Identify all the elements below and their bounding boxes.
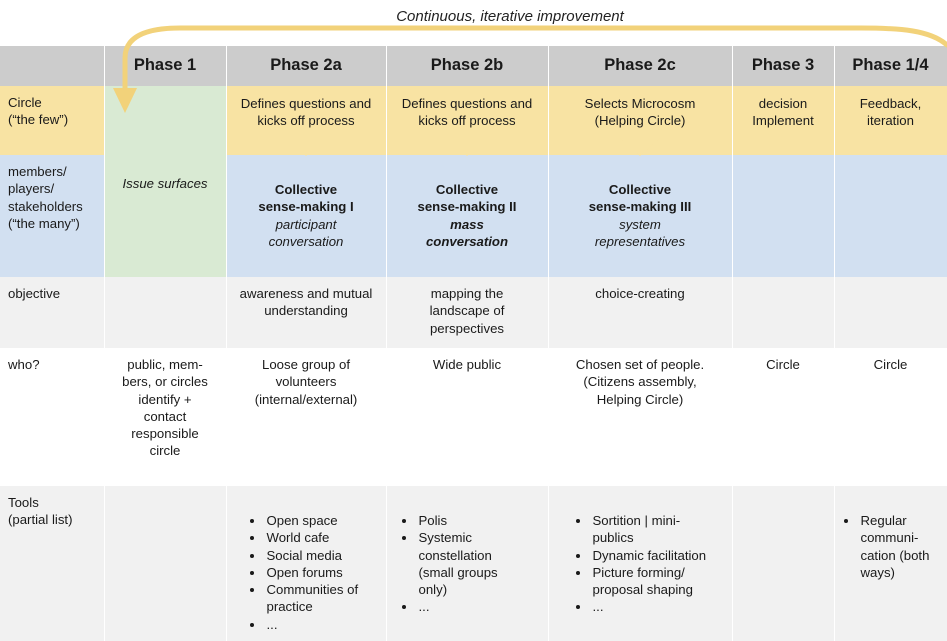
tools-list-2a: Open space World cafe Social media Open …: [227, 486, 386, 633]
list-item: Picture forming/ proposal shaping: [591, 564, 726, 599]
list-item: ...: [265, 616, 386, 633]
who-row: who? public, mem-bers, or circles identi…: [0, 348, 947, 486]
list-item: Social media: [265, 547, 386, 564]
circle-phase2c-cell: Selects Microcosm(Helping Circle): [548, 86, 733, 156]
tools-list-1-4: Regular communi-cation (both ways): [835, 486, 947, 581]
issue-surfaces-text: Issue surfaces: [122, 176, 208, 191]
tools-phase1-cell: [104, 486, 227, 641]
who-phase3-cell: Circle: [732, 348, 835, 486]
who-phase2b-cell: Wide public: [386, 348, 549, 486]
phase-header-2b: Phase 2b: [386, 46, 549, 86]
down-arrow-icon: [447, 138, 487, 156]
tools-list-2b: Polis Systemic constellation (small grou…: [387, 486, 548, 616]
row-label-objective: objective: [0, 277, 105, 348]
many-phase2a-cell: Collective sense-making I participant co…: [226, 155, 387, 277]
list-item: Polis: [417, 512, 548, 529]
row-label-who: who?: [0, 348, 105, 486]
circle-phase14-cell: Feedback,iteration: [834, 86, 947, 155]
list-item: Systemic constellation (small groups onl…: [417, 529, 548, 598]
row-label-circle: Circle(“the few”): [0, 86, 105, 155]
objective-phase3-cell: [732, 277, 835, 348]
many-phase3-cell: [732, 155, 835, 277]
list-item: Open forums: [265, 564, 386, 581]
many-phase2c-cell: Collective sense-making III system repre…: [548, 155, 733, 277]
tools-phase3-cell: [732, 486, 835, 641]
tools-phase2c-cell: Sortition | mini-publics Dynamic facilit…: [548, 486, 733, 641]
who-phase2c-cell: Chosen set of people.(Citizens assembly,…: [548, 348, 733, 486]
phase-header-3: Phase 3: [732, 46, 835, 86]
row-label-tools: Tools(partial list): [0, 486, 105, 641]
list-item: Regular communi-cation (both ways): [859, 512, 943, 581]
objective-phase1-cell: [104, 277, 227, 348]
row-label-many: members/ players/ stakeholders (“the man…: [0, 155, 105, 277]
list-item: World cafe: [265, 529, 386, 546]
list-item: Open space: [265, 512, 386, 529]
many-phase14-cell: [834, 155, 947, 277]
tools-row: Tools(partial list) Open space World caf…: [0, 486, 947, 641]
caption: Continuous, iterative improvement: [396, 8, 624, 25]
phase-header-1: Phase 1: [104, 46, 227, 86]
header-row: Phase 1 Phase 2a Phase 2b Phase 2c Phase…: [0, 46, 947, 86]
tools-phase2b-cell: Polis Systemic constellation (small grou…: [386, 486, 549, 641]
down-arrow-icon: [286, 138, 326, 156]
phase-header-1-4: Phase 1/4: [834, 46, 947, 86]
who-phase14-cell: Circle: [834, 348, 947, 486]
list-item: Communities of practice: [265, 581, 386, 616]
list-item: Sortition | mini-publics: [591, 512, 726, 547]
phase-header-2a: Phase 2a: [226, 46, 387, 86]
header-corner: [0, 46, 105, 86]
phase-header-2c: Phase 2c: [548, 46, 733, 86]
objective-phase14-cell: [834, 277, 947, 348]
tools-list-2c: Sortition | mini-publics Dynamic facilit…: [549, 486, 732, 616]
many-phase2b-cell: Collective sense-making II mass conversa…: [386, 155, 549, 277]
many-phase1-cell: Issue surfaces: [104, 155, 227, 277]
many-row: members/ players/ stakeholders (“the man…: [0, 155, 947, 277]
phase-table: Phase 1 Phase 2a Phase 2b Phase 2c Phase…: [0, 46, 947, 641]
tools-phase2a-cell: Open space World cafe Social media Open …: [226, 486, 387, 641]
list-item: Dynamic facilitation: [591, 547, 726, 564]
down-arrow-icon: [620, 138, 660, 156]
tools-phase14-cell: Regular communi-cation (both ways): [834, 486, 947, 641]
list-item: ...: [417, 598, 548, 615]
who-phase1-cell: public, mem-bers, or circles identify +c…: [104, 348, 227, 486]
circle-phase1-cell: [104, 86, 227, 155]
objective-phase2c-cell: choice-creating: [548, 277, 733, 348]
list-item: ...: [591, 598, 726, 615]
